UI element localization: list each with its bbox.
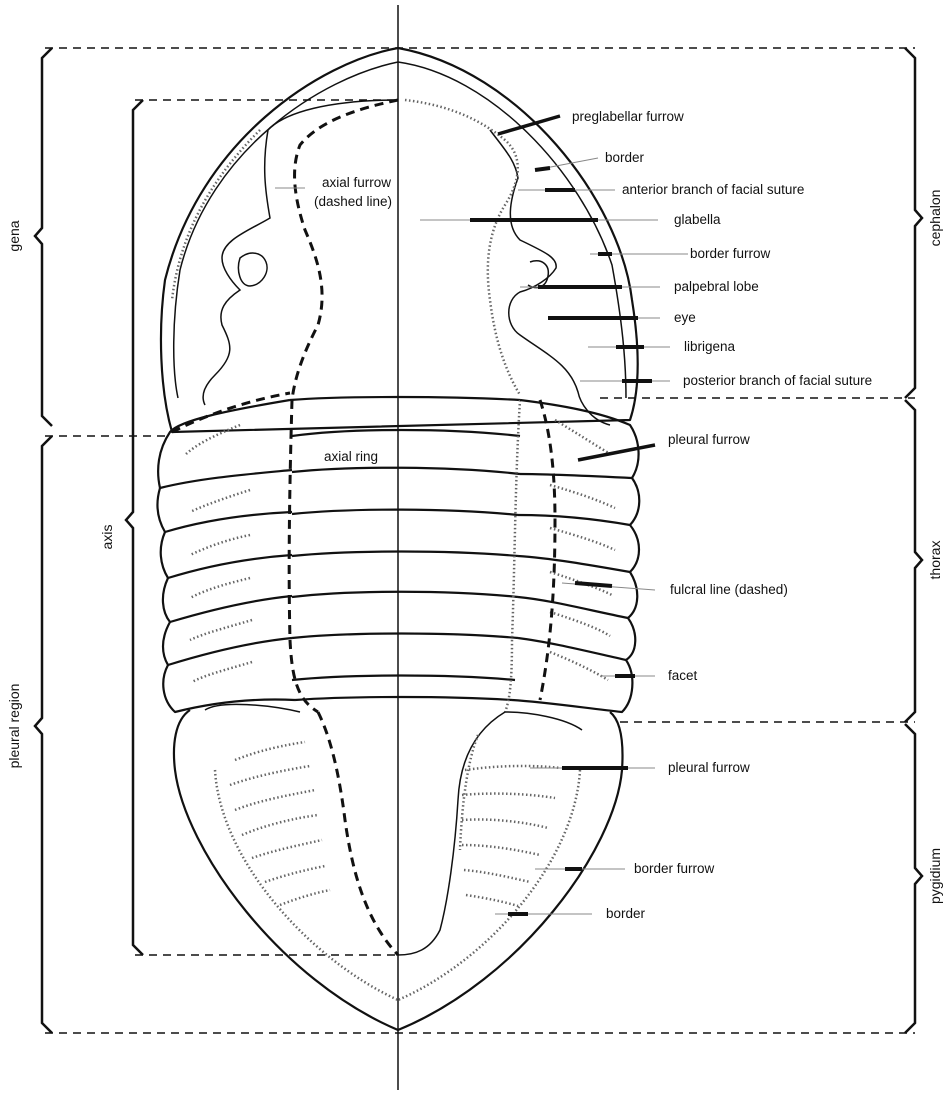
- right-facial-suture: [489, 129, 611, 426]
- pygidium-outline: [172, 709, 624, 1032]
- pygidial-axis-right: [397, 711, 506, 956]
- gena-brace: [33, 47, 53, 427]
- label-pleural-furrow-thorax: pleural furrow: [668, 432, 750, 447]
- axial-furrow: [290, 98, 399, 401]
- thorax-label: thorax: [927, 541, 943, 580]
- cephalon-brace: [904, 47, 924, 399]
- pygidial-axis-left: [316, 711, 400, 957]
- gena-label: gena: [6, 220, 22, 251]
- axis-brace: [124, 99, 144, 956]
- annotation-leaders: [275, 114, 688, 916]
- cephalon-label: cephalon: [927, 190, 943, 247]
- label-axial-furrow-2: (dashed line): [314, 194, 392, 209]
- label-axial-furrow-1: axial furrow: [322, 175, 391, 190]
- pygidium: [172, 703, 624, 1032]
- label-posterior-branch: posterior branch of facial suture: [683, 373, 872, 388]
- label-eye: eye: [674, 310, 696, 325]
- pleural-region-label: pleural region: [6, 684, 22, 769]
- label-glabella: glabella: [674, 212, 721, 227]
- glabella-edge-right: [404, 98, 522, 396]
- label-fulcral-line: fulcral line (dashed): [670, 582, 788, 597]
- annotation-labels: preglabellar furrow border anterior bran…: [314, 109, 872, 921]
- axial-rings: [289, 395, 521, 702]
- pygidium-brace: [904, 723, 924, 1034]
- label-anterior-branch: anterior branch of facial suture: [622, 182, 804, 197]
- thorax: [156, 395, 641, 714]
- label-border-pygidium: border: [606, 906, 646, 921]
- region-boundaries: [45, 47, 915, 1034]
- fulcral-line: [538, 399, 557, 701]
- left-pleurae: [156, 398, 296, 714]
- label-palpebral-lobe: palpebral lobe: [674, 279, 759, 294]
- label-border-furrow-top: border furrow: [690, 246, 771, 261]
- right-pleurae: [511, 398, 641, 714]
- label-border-furrow-pygidium: border furrow: [634, 861, 715, 876]
- label-preglabellar-furrow: preglabellar furrow: [572, 109, 684, 124]
- cephalon-border-inner: [173, 61, 399, 399]
- pleural-region-brace: [33, 435, 53, 1034]
- label-border-top: border: [605, 150, 645, 165]
- label-pleural-furrow-pygidium: pleural furrow: [668, 760, 750, 775]
- label-librigena: librigena: [684, 339, 736, 354]
- axis-label: axis: [99, 525, 115, 550]
- thorax-brace: [904, 399, 924, 723]
- left-facial-suture: [202, 129, 271, 406]
- label-facet: facet: [668, 668, 698, 683]
- pygidium-label: pygidium: [927, 848, 943, 904]
- cephalon: [159, 46, 639, 434]
- label-axial-ring: axial ring: [324, 449, 378, 464]
